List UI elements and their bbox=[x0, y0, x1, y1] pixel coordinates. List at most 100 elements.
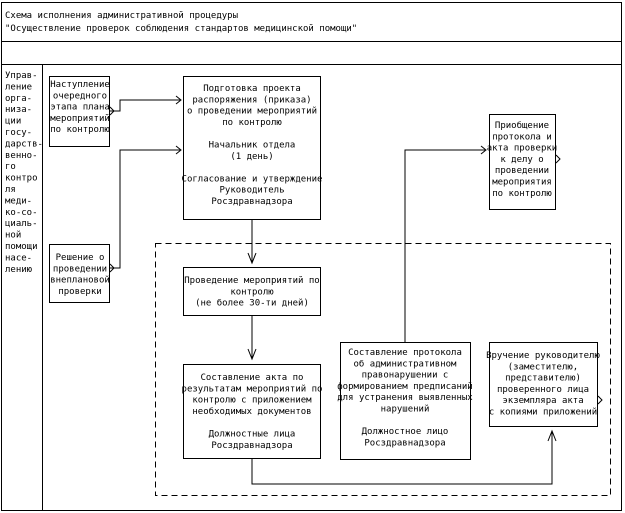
box-text-line: Росздравнадзора bbox=[211, 197, 292, 207]
arrowhead-onset-out bbox=[109, 106, 115, 116]
side-label-line: ции bbox=[5, 117, 21, 127]
box-unplanned bbox=[49, 244, 110, 303]
side-label-line: циаль- bbox=[5, 219, 38, 229]
box-text-line: протокола и bbox=[492, 132, 552, 142]
box-text-line: очередного bbox=[53, 91, 107, 101]
box-text-line: правонарушении с bbox=[362, 371, 449, 381]
box-text-line: Росздравнадзора bbox=[211, 441, 292, 451]
arrowhead-unplanned-out bbox=[109, 263, 115, 273]
box-deliver bbox=[489, 342, 598, 427]
box-text-line: экземпляра акта bbox=[502, 396, 583, 406]
side-label-line: венно- bbox=[5, 151, 38, 161]
box-text-line: Приобщение bbox=[495, 120, 549, 131]
arrowhead-prepare-2 bbox=[175, 145, 182, 155]
side-label-line: низа- bbox=[5, 105, 32, 115]
box-text-line: внеплановой bbox=[50, 276, 110, 286]
box-text-line: Составление протокола bbox=[348, 348, 462, 358]
box-text-line: по контролю bbox=[222, 118, 282, 128]
arrowhead-conduct bbox=[247, 252, 257, 265]
box-text-line: Вручение руководителю bbox=[486, 351, 600, 361]
box-text-line: по контролю bbox=[492, 189, 552, 199]
arrowhead-prepare-1 bbox=[175, 95, 182, 105]
box-text-line: с копиями приложений bbox=[489, 408, 597, 418]
arrowhead-attach-out bbox=[555, 154, 561, 164]
side-label-line: меди- bbox=[5, 196, 32, 206]
box-text-line: представителю) bbox=[505, 374, 581, 384]
box-text-line: (заместителю, bbox=[508, 362, 578, 372]
box-onset bbox=[49, 76, 110, 147]
box-text-line: проверенного лица bbox=[497, 385, 589, 395]
box-text-line: Наступление bbox=[50, 80, 110, 90]
box-text-line: Решение о bbox=[56, 253, 105, 263]
side-label: Управ-лениеорга-низа-циигосу-дарств-венн… bbox=[5, 71, 43, 275]
side-label-line: Управ- bbox=[5, 71, 38, 81]
box-text-line: формированием предписаний bbox=[337, 382, 472, 392]
side-label-line: помощи bbox=[5, 242, 38, 252]
arrowhead-attach bbox=[480, 145, 487, 155]
box-text-line: контролю с приложением bbox=[192, 396, 312, 406]
box-text-line: контролю bbox=[230, 287, 274, 297]
arrowhead-act bbox=[247, 348, 257, 361]
box-text-line: необходимых документов bbox=[192, 406, 311, 417]
connector-act-to-deliver bbox=[251, 432, 553, 485]
arrowhead-deliver-out bbox=[597, 395, 603, 405]
box-text-line: по контролю bbox=[50, 125, 110, 135]
box-text-line: Подготовка проекта bbox=[203, 84, 301, 94]
box-text-line: распоряжения (приказа) bbox=[192, 95, 311, 105]
box-text-line: Проведение мероприятий по bbox=[184, 276, 319, 286]
box-text-line: (не более 30-ти дней) bbox=[195, 298, 309, 309]
connector-onset-to-prepare bbox=[110, 99, 180, 112]
box-deliver-text: Вручение руководителю(заместителю, предст… bbox=[486, 351, 600, 418]
box-text-line: Должностные лица bbox=[209, 430, 296, 440]
side-label-line: го bbox=[5, 162, 16, 172]
side-label-line: контро bbox=[5, 174, 38, 184]
arrowhead-deliver bbox=[547, 429, 557, 442]
box-text-line: этапа плана bbox=[50, 103, 110, 113]
connector-unplanned-to-prepare bbox=[110, 149, 180, 269]
page-title-line1: Схема исполнения административной процед… bbox=[5, 11, 238, 21]
connector-protocol-to-attach bbox=[404, 149, 485, 342]
box-text-line: Начальник отдела bbox=[209, 141, 296, 151]
box-text-line: проведении bbox=[495, 166, 549, 176]
side-label-line: орга- bbox=[5, 94, 32, 104]
box-text-line: результатам мероприятий по bbox=[182, 384, 323, 394]
box-text-line: проверки bbox=[58, 287, 101, 297]
box-text-line: нарушений bbox=[381, 405, 430, 415]
box-text-line: об административном bbox=[354, 358, 458, 369]
box-text-line: акта проверки bbox=[487, 144, 557, 154]
side-label-line: ко-со- bbox=[5, 208, 38, 218]
box-act bbox=[183, 364, 321, 459]
box-text-line: Составление акта по bbox=[201, 373, 304, 383]
box-text-line: мероприятия bbox=[492, 178, 552, 188]
side-label-line: ной bbox=[5, 231, 21, 241]
side-label-line: насе- bbox=[5, 253, 32, 263]
side-label-line: дарств- bbox=[5, 139, 43, 149]
box-text-line: к делу о bbox=[500, 155, 543, 165]
dashed-region bbox=[155, 243, 611, 496]
box-text-line: для устранения выявленных bbox=[337, 393, 473, 403]
box-prepare bbox=[183, 76, 321, 220]
box-text-line: мероприятий bbox=[50, 114, 110, 124]
box-attach bbox=[489, 114, 556, 210]
box-text-line: Должностное лицо bbox=[362, 427, 449, 437]
side-label-line: ление bbox=[5, 82, 32, 92]
box-conduct bbox=[183, 267, 321, 316]
box-text-line: о проведении мероприятий bbox=[187, 107, 317, 117]
box-text-line: проведении bbox=[53, 264, 107, 274]
side-label-line: лению bbox=[5, 265, 33, 275]
box-text-line: Согласование и утверждение bbox=[182, 174, 323, 184]
page-title-line2: "Осуществление проверок соблюдения станд… bbox=[5, 23, 357, 34]
box-text-line: (1 день) bbox=[230, 152, 273, 162]
box-protocol bbox=[340, 342, 471, 460]
box-text-line: Руководитель bbox=[219, 186, 284, 196]
side-label-line: ля bbox=[5, 185, 16, 195]
